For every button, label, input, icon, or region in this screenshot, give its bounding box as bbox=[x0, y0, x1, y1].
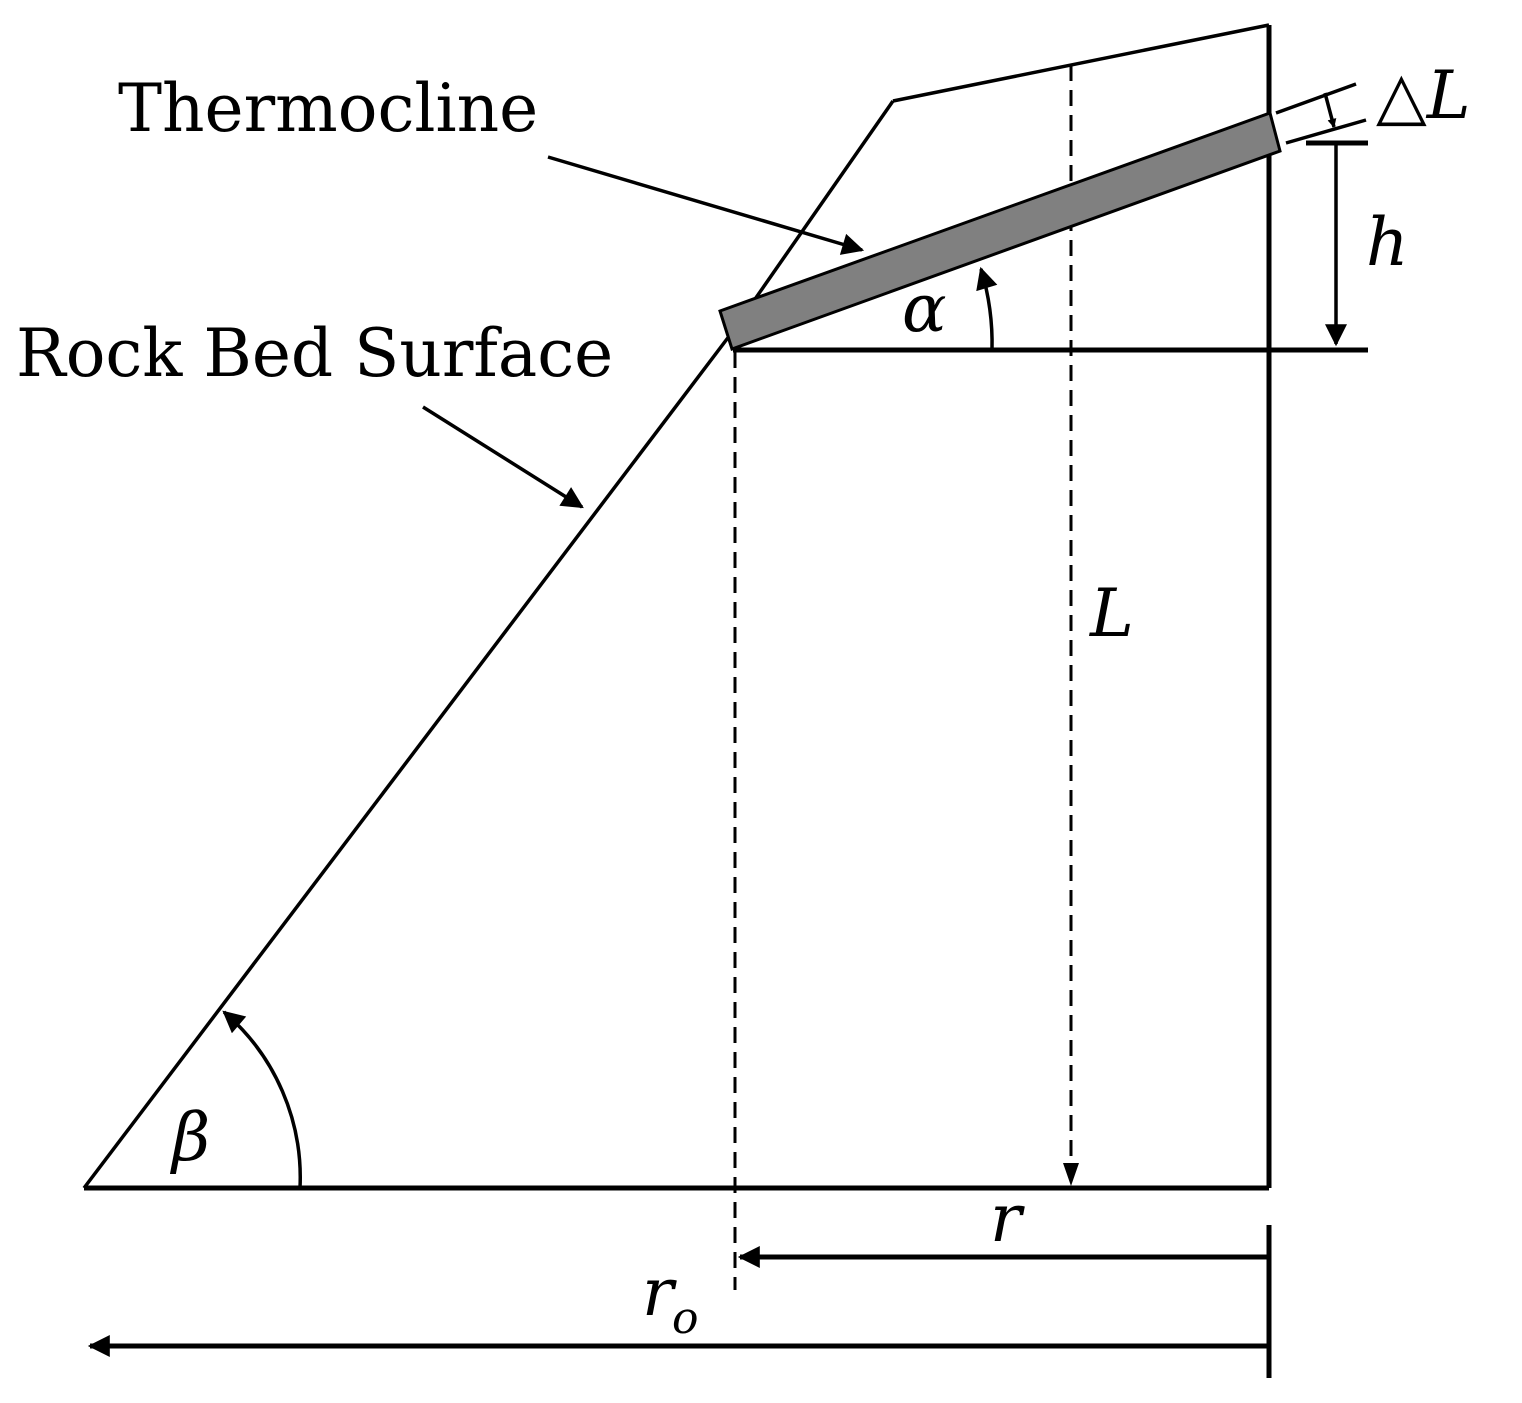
thermocline-pointer bbox=[547, 155, 865, 255]
delta-l-lower-line bbox=[1285, 118, 1367, 145]
thermocline-band bbox=[718, 111, 1282, 351]
delta-l-label: △L bbox=[1376, 57, 1471, 134]
rock-bed-slope bbox=[82, 333, 732, 1190]
rock-bed-surface-label: Rock Bed Surface bbox=[16, 315, 613, 392]
beta-arc bbox=[222, 1010, 302, 1189]
beta-label: β bbox=[169, 1099, 210, 1176]
h-label: h bbox=[1366, 204, 1409, 281]
alpha-arc bbox=[976, 266, 998, 351]
alpha-label: α bbox=[902, 270, 947, 347]
r-o-subscript: o bbox=[672, 1293, 699, 1344]
r-o-label: r bbox=[642, 1254, 677, 1331]
rock-bed-pointer bbox=[422, 405, 584, 509]
rock-bed-top-edge bbox=[892, 23, 1270, 103]
thermocline-label: Thermocline bbox=[118, 70, 538, 147]
delta-l-arrow-down bbox=[1323, 92, 1337, 128]
r-label: r bbox=[990, 1180, 1025, 1257]
delta-l-upper-line bbox=[1275, 82, 1357, 115]
rock-bed-upper-slope bbox=[728, 99, 895, 337]
L-arrow-head bbox=[1063, 1163, 1079, 1186]
L-label: L bbox=[1089, 575, 1134, 652]
